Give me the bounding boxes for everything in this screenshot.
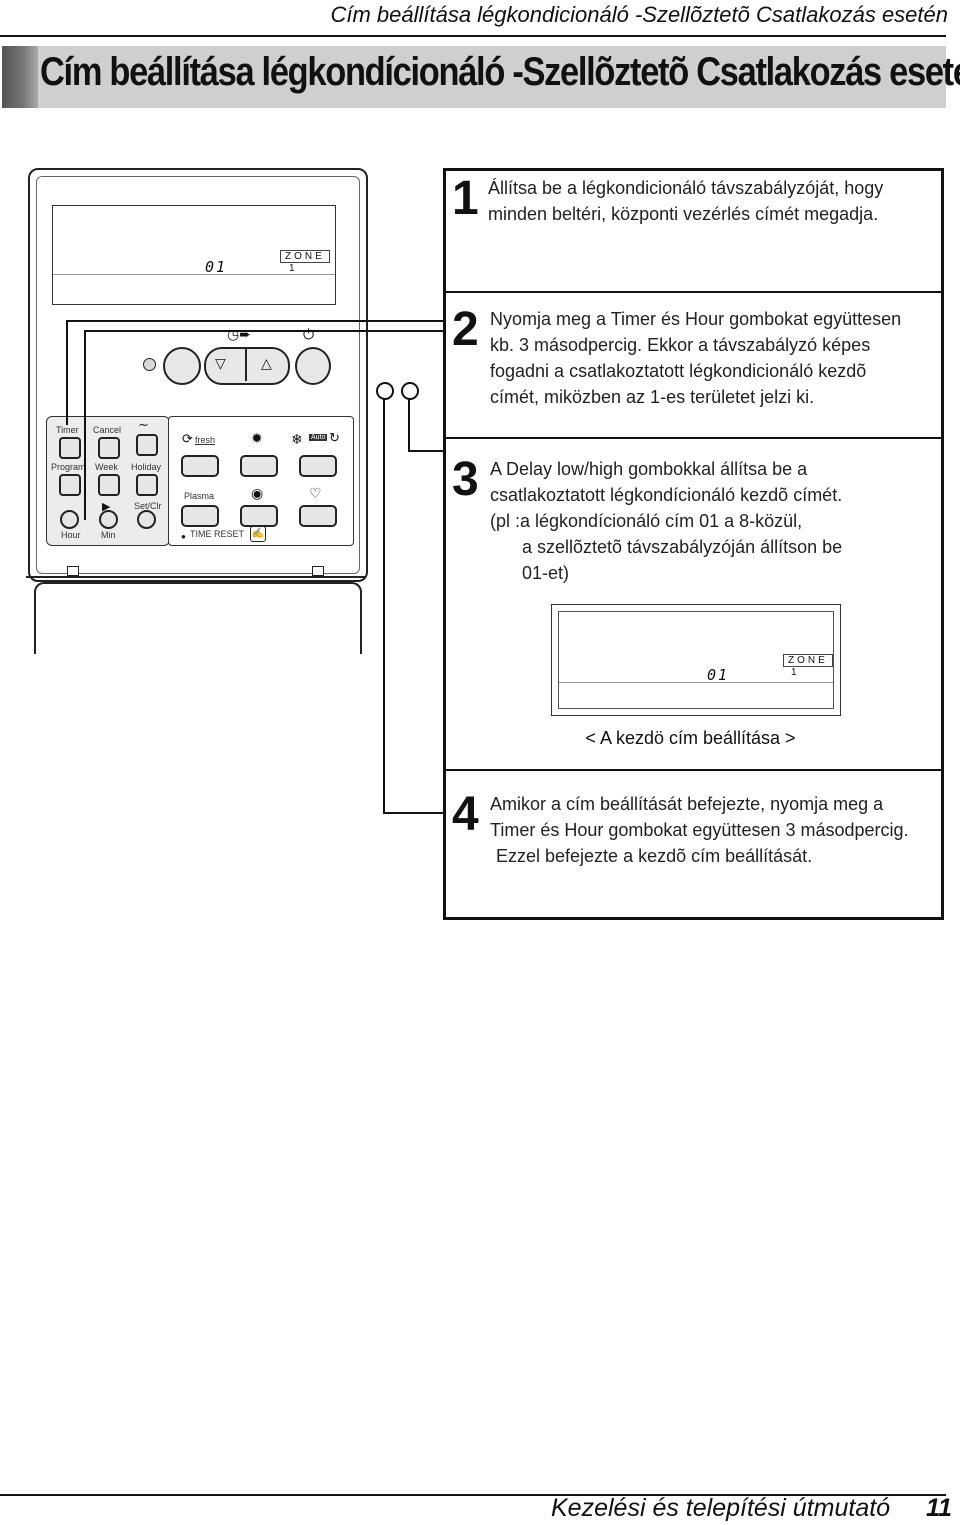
title-band	[2, 46, 946, 108]
header-rule	[0, 35, 946, 37]
fresh-button[interactable]	[181, 455, 219, 477]
power-icon: ⏻	[303, 326, 315, 342]
address-caption: < A kezdö cím beállítása >	[585, 728, 796, 748]
plasma-label: Plasma	[184, 491, 215, 501]
heater-button[interactable]	[240, 505, 278, 527]
step-3-number: 3	[452, 453, 479, 506]
fan-icon: ✹	[251, 430, 263, 446]
set-clr-label: Set/Clr	[134, 501, 162, 511]
plasma-button[interactable]	[181, 505, 219, 527]
program-label: Program	[51, 462, 86, 472]
hour-button[interactable]	[60, 510, 79, 529]
filter-icon: ✍	[250, 526, 266, 542]
display-zone-value: 1	[791, 667, 797, 678]
footer-rule	[0, 1494, 946, 1496]
address-display: 01 ZONE 1	[551, 604, 841, 716]
remote-lcd-display: 01 ZONE 1	[52, 205, 336, 305]
lcd-zone-label: ZONE	[280, 250, 330, 263]
indicator-dot	[143, 358, 156, 371]
running-head: Cím beállítása légkondicionáló -Szellõzt…	[330, 2, 948, 27]
wave-icon: ∼	[138, 417, 149, 432]
hour-label: Hour	[61, 530, 81, 540]
auto-label: Auto	[309, 434, 328, 441]
cancel-button[interactable]	[98, 437, 120, 459]
min-label: Min	[101, 530, 116, 540]
remote-lower-cover	[34, 582, 362, 654]
hinge-left	[67, 566, 79, 576]
program-button[interactable]	[59, 474, 81, 496]
holiday-button[interactable]	[136, 474, 158, 496]
mode-button[interactable]	[299, 455, 337, 477]
snowflake-icon: ❄	[291, 431, 303, 447]
week-button[interactable]	[98, 474, 120, 496]
holiday-label: Holiday	[131, 462, 162, 472]
display-zone-label: ZONE	[783, 654, 833, 667]
footer-text: Kezelési és telepítési útmutató	[551, 1494, 891, 1522]
step-1-text: Állítsa be a légkondicionáló távszabályz…	[488, 178, 884, 224]
dry-button[interactable]	[299, 505, 337, 527]
step-4-text: Amikor a cím beállítását befejezte, nyom…	[490, 794, 909, 866]
page-title: Cím beállítása légkondícionáló -Szellõzt…	[40, 50, 960, 94]
down-triangle-button[interactable]: ▽	[215, 355, 226, 371]
min-button[interactable]	[99, 510, 118, 529]
time-reset-dot-icon: ●	[181, 532, 186, 541]
heater-icon: ◉	[251, 485, 264, 501]
lcd-address: 01	[205, 258, 228, 276]
timer-label: Timer	[56, 425, 79, 435]
time-reset-label: TIME RESET	[190, 529, 245, 539]
play-icon: ▶	[102, 501, 111, 513]
set-clr-button[interactable]	[137, 510, 156, 529]
delay-button-pair	[204, 347, 290, 385]
step-2-number: 2	[452, 303, 479, 356]
lcd-zone-value: 1	[289, 263, 295, 274]
hinge-right	[312, 566, 324, 576]
fresh-label: fresh	[195, 435, 216, 445]
page-number: 11	[926, 1494, 952, 1522]
step-2-text: Nyomja meg a Timer és Hour gombokat együ…	[490, 309, 902, 407]
swing-icon: ↻	[329, 430, 340, 445]
ventilation-button[interactable]	[136, 434, 158, 456]
timer-button[interactable]	[59, 437, 81, 459]
steps-box	[443, 168, 944, 920]
fan-button[interactable]	[240, 455, 278, 477]
power-button[interactable]	[295, 347, 331, 385]
up-triangle-button[interactable]: △	[261, 355, 272, 371]
step-1-number: 1	[452, 172, 479, 225]
cancel-label: Cancel	[93, 425, 122, 435]
step-4-number: 4	[452, 788, 479, 841]
fresh-icon: ⟳	[182, 431, 193, 446]
round-button[interactable]	[163, 347, 201, 385]
drop-icon: ♡	[309, 485, 322, 501]
week-label: Week	[95, 462, 118, 472]
display-address: 01	[707, 666, 730, 684]
